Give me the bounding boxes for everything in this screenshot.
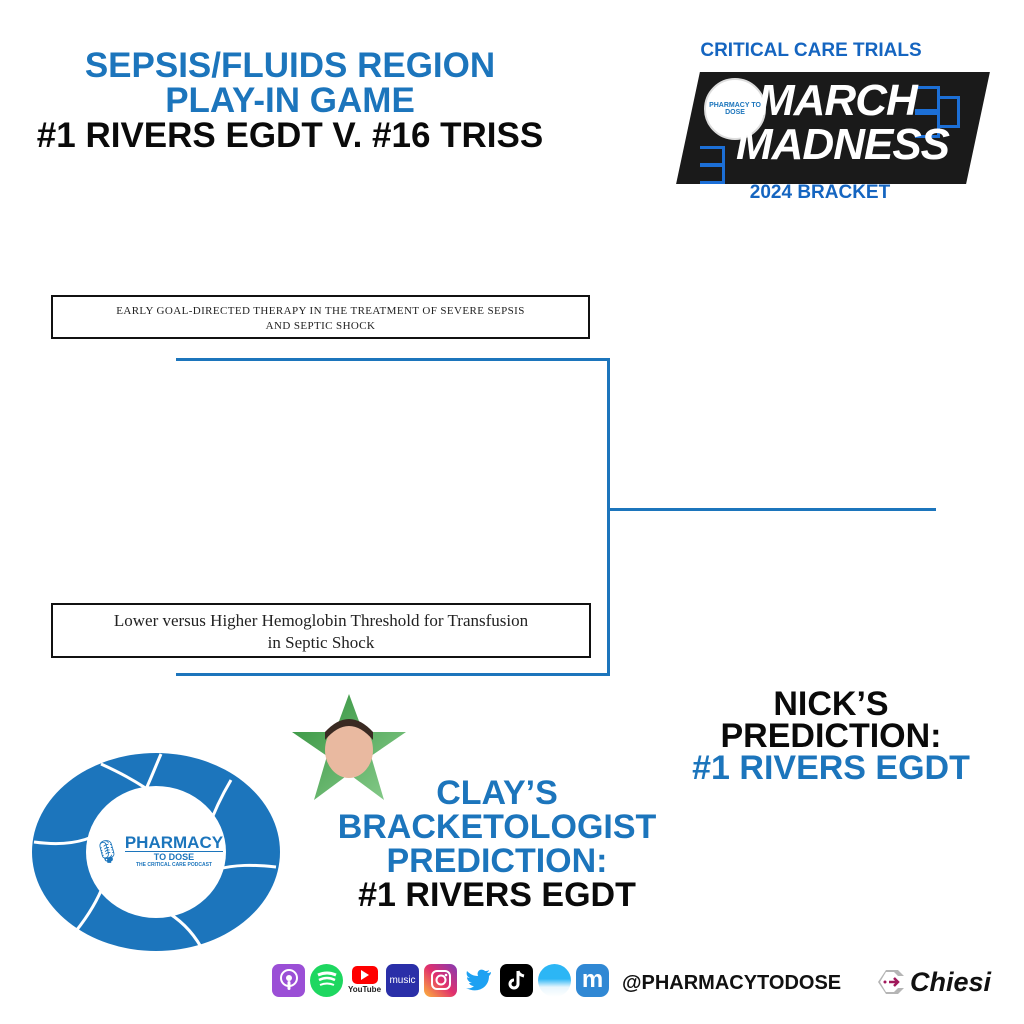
clay-name: CLAY’S (436, 774, 558, 812)
social-icons-row: YouTube music m (272, 961, 609, 999)
chiesi-logo: Chiesi (876, 965, 991, 999)
title-block: SEPSIS/FLUIDS REGION PLAY-IN GAME #1 RIV… (10, 48, 570, 153)
clay-role: BRACKETOLOGIST (337, 808, 657, 846)
logo-word-madness: MADNESS (736, 120, 950, 169)
microphone-icon: 🎙 (92, 838, 121, 864)
bracket-glyph-icon (915, 86, 940, 112)
bracket-glyph-icon (700, 146, 725, 166)
nick-prediction: NICK’S PREDICTION: #1 RIVERS EGDT (676, 685, 986, 787)
bracket-glyph-icon (700, 164, 725, 184)
bracket-glyph-icon (937, 96, 960, 128)
seed-1-paper-title: EARLY GOAL-DIRECTED THERAPY IN THE TREAT… (51, 295, 590, 339)
spotify-icon[interactable] (310, 963, 343, 997)
social-handle: @PHARMACYTODOSE (622, 972, 842, 994)
bracket-line-winner (610, 508, 936, 511)
bracket-line-bottom (176, 673, 610, 676)
paper-title-line: Lower versus Higher Hemoglobin Threshold… (113, 611, 529, 630)
podcast-name: PHARMACY (124, 833, 224, 852)
pharmacy-to-dose-logo: 🎙 PHARMACY TO DOSE THE CRITICAL CARE POD… (31, 752, 281, 952)
logo-top-text: CRITICAL CARE TRIALS (700, 40, 922, 61)
march-madness-logo: CRITICAL CARE TRIALS PHARMACY TO DOSE MA… (676, 38, 990, 208)
paper-title-line: AND SEPTIC SHOCK (265, 320, 376, 332)
nick-pick: #1 RIVERS EGDT (692, 749, 970, 787)
bluesky-icon[interactable] (538, 963, 571, 997)
youtube-icon[interactable]: YouTube (348, 964, 381, 997)
aperture-icon (32, 753, 280, 951)
clay-avatar-star (290, 692, 408, 804)
paper-title-line: EARLY GOAL-DIRECTED THERAPY IN THE TREAT… (116, 305, 525, 317)
logo-bottom-text: 2024 BRACKET (749, 182, 891, 203)
nick-prediction-label: PREDICTION: (720, 717, 942, 755)
clay-pick: #1 RIVERS EGDT (358, 876, 636, 914)
bracket-line-vertical (607, 358, 610, 676)
pharmacy-badge-icon: PHARMACY TO DOSE (704, 78, 766, 140)
sponsor-name: Chiesi (910, 966, 992, 997)
chiesi-arrow-icon (878, 970, 904, 994)
paper-title-line: in Septic Shock (267, 633, 375, 652)
twitter-icon[interactable] (462, 964, 495, 997)
podcast-tagline: THE CRITICAL CARE PODCAST (135, 862, 212, 868)
amazon-music-icon[interactable]: music (386, 963, 419, 997)
instagram-icon[interactable] (424, 963, 457, 997)
clay-prediction: CLAY’S BRACKETOLOGIST PREDICTION: #1 RIV… (312, 776, 682, 912)
mastodon-icon[interactable]: m (576, 963, 609, 997)
seed-16-paper-title: Lower versus Higher Hemoglobin Threshold… (51, 603, 591, 658)
podcast-wordmark: 🎙 PHARMACY TO DOSE THE CRITICAL CARE POD… (83, 834, 233, 869)
bracket-line-top (176, 358, 610, 361)
apple-podcasts-icon[interactable] (272, 963, 305, 997)
logo-word-march: MARCH (758, 76, 918, 125)
podcast-sub: TO DOSE (124, 851, 224, 862)
matchup-title: #1 RIVERS EGDT V. #16 TRISS (36, 116, 544, 155)
round-title: PLAY-IN GAME (165, 81, 415, 120)
tiktok-icon[interactable] (500, 963, 533, 997)
clay-prediction-label: PREDICTION: (386, 842, 608, 880)
region-title: SEPSIS/FLUIDS REGION (84, 46, 496, 85)
nick-name: NICK’S (773, 685, 889, 723)
